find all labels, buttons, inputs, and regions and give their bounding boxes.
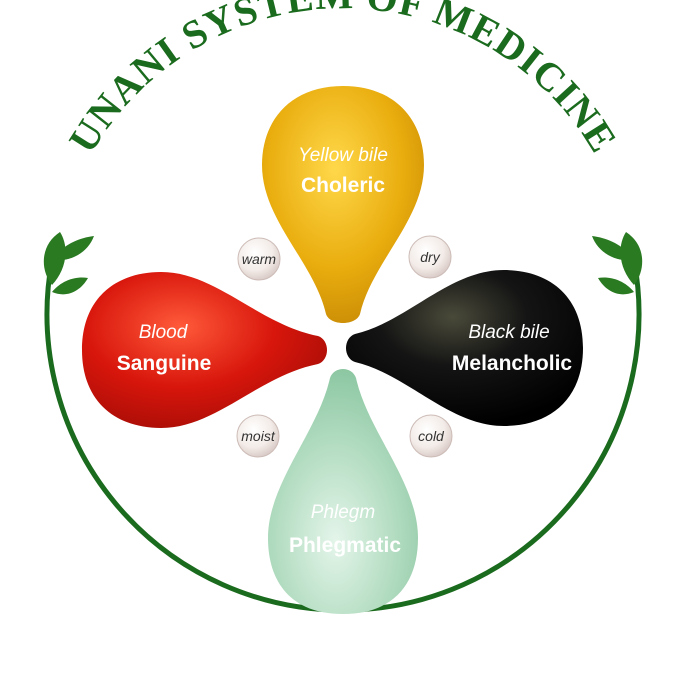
humor-label-phlegm: Phlegm bbox=[311, 502, 375, 523]
left-leaves-icon bbox=[43, 232, 94, 295]
quality-warm: warm bbox=[237, 237, 281, 281]
drop-blood: Blood Sanguine bbox=[82, 272, 327, 428]
humor-label-black: Black bile bbox=[468, 322, 549, 343]
temperament-label-blood: Sanguine bbox=[117, 352, 212, 375]
quality-label-warm: warm bbox=[242, 251, 277, 267]
right-leaves-icon bbox=[592, 232, 643, 295]
drop-black-bile: Black bile Melancholic bbox=[346, 270, 583, 426]
drop-yellow-bile: Yellow bile Choleric bbox=[262, 86, 424, 323]
quality-cold: cold bbox=[409, 414, 453, 458]
quality-label-moist: moist bbox=[241, 428, 276, 444]
quality-moist: moist bbox=[236, 414, 280, 458]
temperament-label-yellow: Choleric bbox=[301, 174, 385, 197]
humor-label-blood: Blood bbox=[139, 322, 189, 343]
temperament-label-phlegm: Phlegmatic bbox=[289, 534, 401, 557]
temperament-label-black: Melancholic bbox=[452, 352, 573, 375]
quality-label-cold: cold bbox=[418, 428, 445, 444]
quality-label-dry: dry bbox=[420, 249, 440, 265]
humor-label-yellow: Yellow bile bbox=[298, 145, 388, 166]
quality-dry: dry bbox=[408, 235, 452, 279]
drop-phlegm: Phlegm Phlegmatic bbox=[268, 369, 418, 614]
